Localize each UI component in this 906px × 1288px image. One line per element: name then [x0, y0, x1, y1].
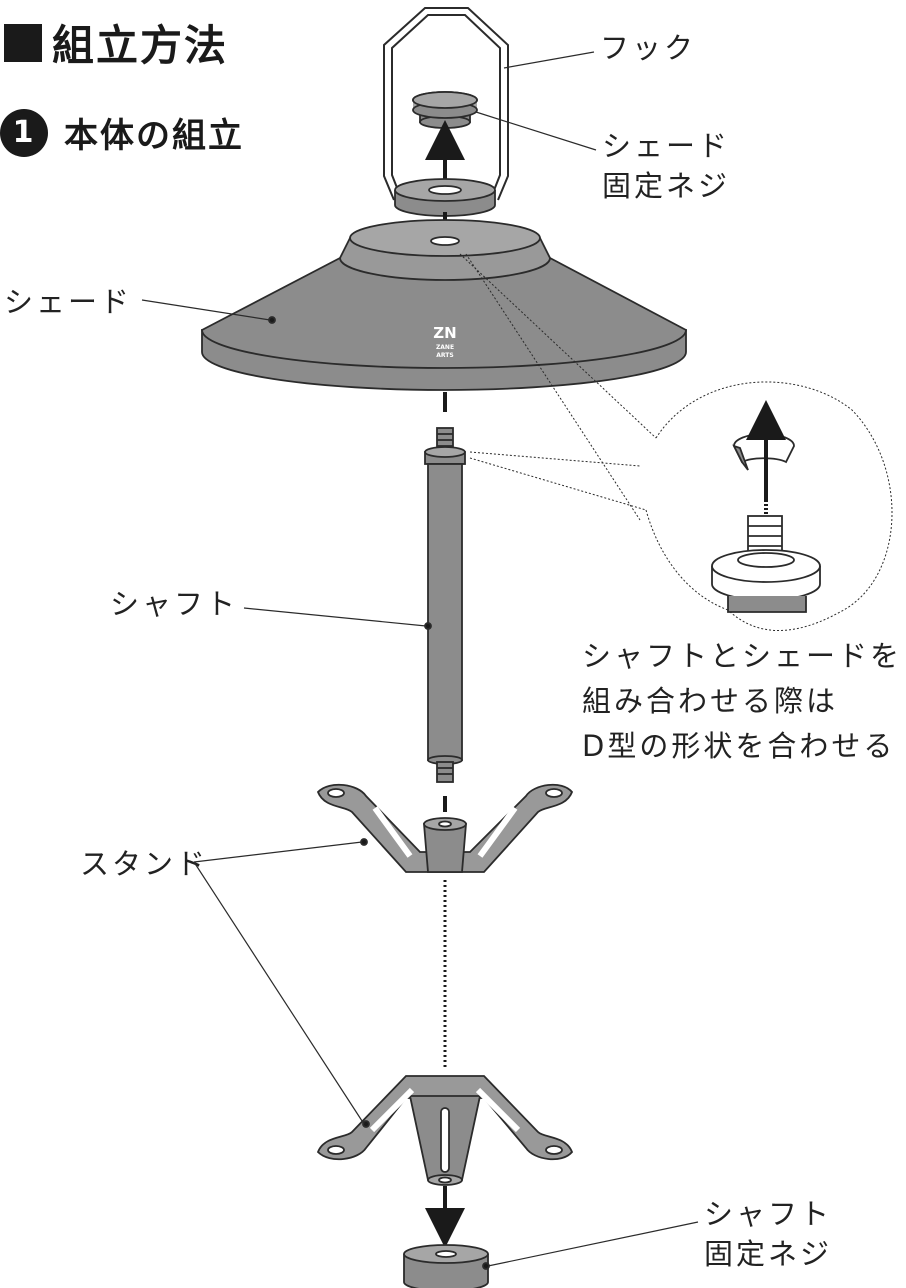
step-title: 本体の組立 [64, 116, 244, 156]
assembly-note: シャフトとシェードを 組み合わせる際は D型の形状を合わせる [582, 634, 902, 769]
shaft [424, 427, 466, 783]
label-shade-screw: シェード 固定ネジ [602, 126, 730, 206]
label-stand: スタンド [80, 847, 209, 881]
detail-callout [459, 253, 893, 631]
stand-lower [316, 1075, 574, 1186]
leader-lines [141, 51, 699, 1267]
label-shade: シェード [4, 285, 133, 319]
logo-text-1: ZANE [436, 344, 454, 351]
label-shade-screw-line1: シェード [602, 129, 731, 163]
brand-logo: ZN ZANE ARTS [433, 324, 456, 359]
note-line-2: 組み合わせる際は [582, 683, 839, 718]
title-square-icon [4, 23, 42, 62]
note-line-1: シャフトとシェードを [582, 639, 903, 673]
page-title: 組立方法 [4, 12, 228, 73]
page-title-text: 組立方法 [52, 21, 229, 70]
washer [394, 178, 496, 217]
label-shaft-screw-line1: シャフト [704, 1197, 833, 1231]
label-hook: フック [600, 31, 697, 65]
shade [201, 219, 687, 391]
step-heading: 1 本体の組立 [0, 108, 244, 157]
stand-upper [316, 783, 574, 873]
shade-screw [412, 91, 478, 129]
note-line-3: D型の形状を合わせる [582, 728, 896, 763]
step-number-badge: 1 [0, 108, 48, 157]
shaft-screw [403, 1244, 490, 1288]
label-shaft-screw: シャフト 固定ネジ [704, 1194, 832, 1274]
logo-mark: ZN [433, 324, 456, 342]
label-shaft-screw-line2: 固定ネジ [704, 1237, 833, 1272]
hook [383, 7, 509, 201]
detail-inset [711, 400, 821, 613]
label-shade-screw-line2: 固定ネジ [602, 169, 731, 204]
label-shaft: シャフト [110, 587, 239, 621]
logo-text-2: ARTS [436, 352, 453, 359]
